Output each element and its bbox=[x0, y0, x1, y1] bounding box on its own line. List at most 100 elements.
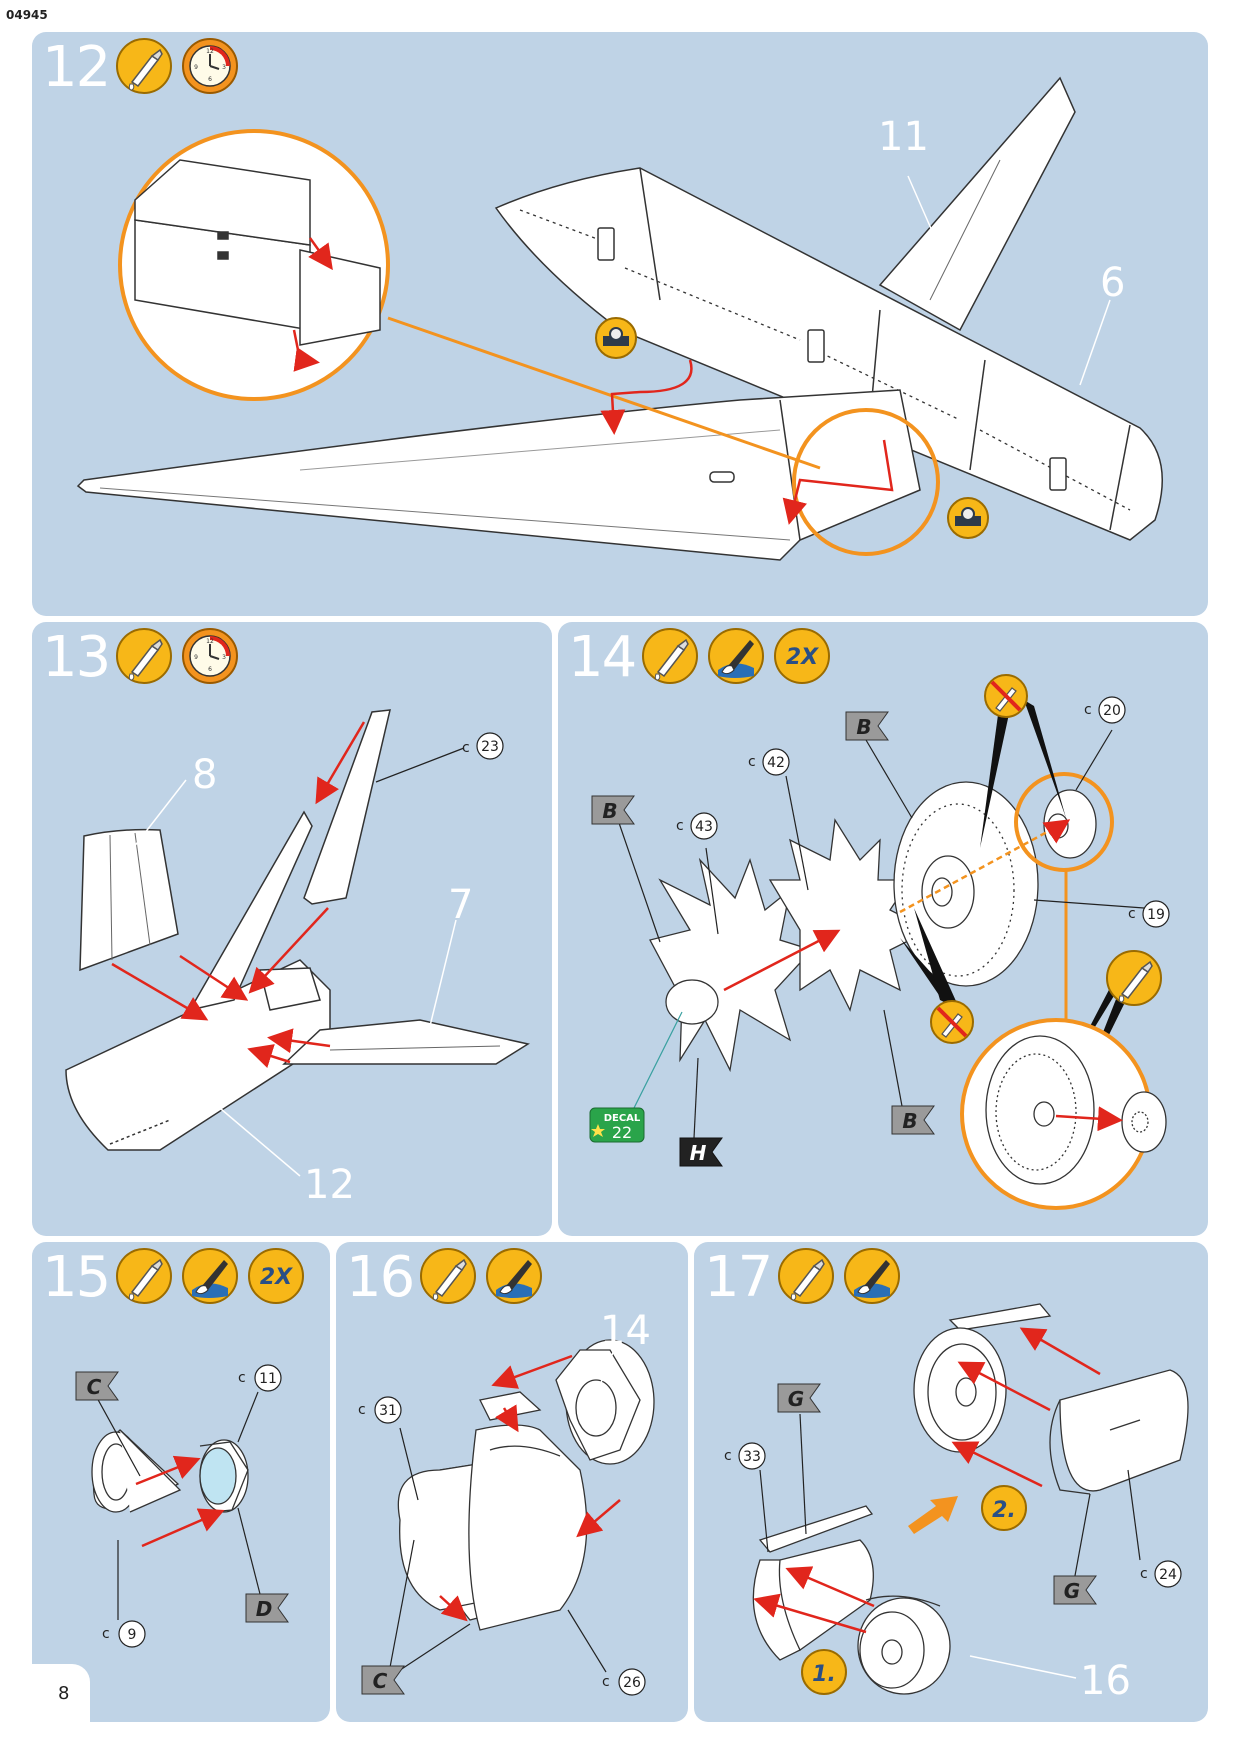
sprue-label: c bbox=[602, 1674, 610, 1690]
part-number-circle bbox=[476, 732, 504, 760]
part-number-26: 26 bbox=[623, 1675, 641, 1691]
tape-icon bbox=[947, 497, 989, 539]
multiplier-2x: 2X bbox=[786, 645, 819, 670]
paint-flag-c: C bbox=[75, 1371, 119, 1401]
step-12-icons bbox=[116, 38, 238, 94]
tape-icon bbox=[595, 317, 637, 359]
glue-icon bbox=[778, 1248, 834, 1304]
part-c24: c 24 bbox=[1140, 1560, 1182, 1588]
part-c11: c 11 bbox=[238, 1364, 282, 1392]
spinner-highlight bbox=[1014, 772, 1114, 872]
flag-letter: H bbox=[690, 1141, 707, 1165]
nacelle-upper-assembly-illustration bbox=[913, 1303, 1189, 1495]
paint-flag-g: G bbox=[777, 1383, 821, 1413]
step-15-panel bbox=[32, 1242, 330, 1722]
sprue-label: c bbox=[102, 1626, 110, 1642]
part-c43: c 43 bbox=[676, 812, 718, 840]
flag-letter: C bbox=[87, 1375, 102, 1399]
paint-flag-g: G bbox=[1053, 1575, 1097, 1605]
sprue-label: c bbox=[724, 1448, 732, 1464]
callout-7: 7 bbox=[448, 882, 473, 928]
part-number-20: 20 bbox=[1103, 703, 1121, 719]
part-number-43: 43 bbox=[695, 819, 713, 835]
tape-arrow bbox=[600, 359, 693, 435]
callout-leader-11 bbox=[907, 175, 937, 241]
glue-icon bbox=[116, 628, 172, 684]
clock-icon bbox=[182, 628, 238, 684]
step-16-arrows bbox=[439, 1354, 621, 1622]
callout-12: 12 bbox=[304, 1162, 355, 1208]
paint-icon bbox=[844, 1248, 900, 1304]
glue-icon bbox=[1106, 950, 1162, 1006]
multiplier-badge: 2X bbox=[248, 1248, 304, 1304]
no-glue-icon bbox=[929, 999, 975, 1045]
sequence-step-2: 2. bbox=[981, 1485, 1027, 1531]
fan-assembly-illustration bbox=[555, 1339, 655, 1465]
decal-number: 22 bbox=[612, 1123, 632, 1142]
fan-disc-19-illustration bbox=[893, 781, 1039, 987]
step-14-number: 14 bbox=[568, 625, 637, 690]
detail-magnifier bbox=[118, 129, 390, 401]
sprue-label: c bbox=[1128, 906, 1136, 922]
step-17-icons bbox=[778, 1248, 900, 1304]
step-16-icons bbox=[420, 1248, 542, 1304]
flag-letter: B bbox=[902, 1109, 917, 1133]
step-13-number: 13 bbox=[42, 625, 111, 690]
paint-flag-b: B bbox=[845, 711, 889, 741]
flag-letter: B bbox=[602, 799, 617, 823]
part-c33: c 33 bbox=[724, 1442, 766, 1470]
sprue-label: c bbox=[676, 818, 684, 834]
multiplier-badge: 2X bbox=[774, 628, 830, 684]
callout-14: 14 bbox=[600, 1308, 651, 1354]
part-number-11: 11 bbox=[259, 1371, 277, 1387]
paint-flag-b: B bbox=[591, 795, 635, 825]
part-c19: c 19 bbox=[1128, 900, 1170, 928]
sequence-label-2: 2. bbox=[992, 1498, 1016, 1523]
glue-icon bbox=[116, 1248, 172, 1304]
paint-flag-d: D bbox=[245, 1593, 289, 1623]
step-15-arrows bbox=[135, 1455, 225, 1548]
part-c9: c 9 bbox=[102, 1620, 146, 1648]
part-number-31: 31 bbox=[379, 1403, 397, 1419]
glue-icon bbox=[642, 628, 698, 684]
part-number-33: 33 bbox=[743, 1449, 761, 1465]
sprue-label: c bbox=[1140, 1566, 1148, 1582]
flag-letter: G bbox=[1064, 1579, 1080, 1603]
spinner-20-illustration bbox=[1043, 789, 1097, 859]
nacelle-halves-illustration bbox=[397, 1391, 588, 1631]
step-14-icons: 2X bbox=[642, 628, 830, 684]
callout-6: 6 bbox=[1100, 260, 1125, 306]
callout-8: 8 bbox=[192, 752, 217, 798]
callout-leader-14 bbox=[597, 1349, 615, 1391]
part-number-23: 23 bbox=[481, 739, 499, 755]
nacelle-lower-assembly-illustration bbox=[752, 1505, 951, 1695]
callout-11: 11 bbox=[878, 114, 929, 160]
nozzle-ring-illustration bbox=[199, 1439, 249, 1513]
paint-flag-c: C bbox=[361, 1665, 405, 1695]
tail-assembly-illustration bbox=[65, 709, 530, 1151]
sprue-label: c bbox=[358, 1402, 366, 1418]
paint-icon bbox=[486, 1248, 542, 1304]
wing-root-highlight bbox=[792, 408, 940, 556]
flag-letter: D bbox=[256, 1597, 273, 1621]
step-13-icons bbox=[116, 628, 238, 684]
part-number-19: 19 bbox=[1147, 907, 1165, 923]
detail-fan-illustration bbox=[985, 1035, 1167, 1185]
callout-leader-16 bbox=[969, 1655, 1077, 1679]
sequence-label-1: 1. bbox=[812, 1662, 836, 1687]
callout-leader-12 bbox=[207, 1097, 301, 1177]
paint-flag-b: B bbox=[891, 1105, 935, 1135]
paint-icon bbox=[708, 628, 764, 684]
callout-leader-6 bbox=[1079, 299, 1111, 386]
page-number-tab bbox=[32, 1664, 90, 1728]
page-number: 8 bbox=[58, 1683, 70, 1704]
callout-leader-8 bbox=[129, 779, 187, 853]
paint-icon bbox=[182, 1248, 238, 1304]
callout-leader-7 bbox=[429, 919, 457, 1027]
part-c26: c 26 bbox=[602, 1668, 646, 1696]
magnifier-leader-line bbox=[387, 316, 821, 470]
step-15-leaders bbox=[95, 1391, 261, 1620]
step-15-number: 15 bbox=[42, 1245, 111, 1310]
step-12-number: 12 bbox=[42, 35, 111, 100]
part-number-9: 9 bbox=[128, 1627, 137, 1643]
